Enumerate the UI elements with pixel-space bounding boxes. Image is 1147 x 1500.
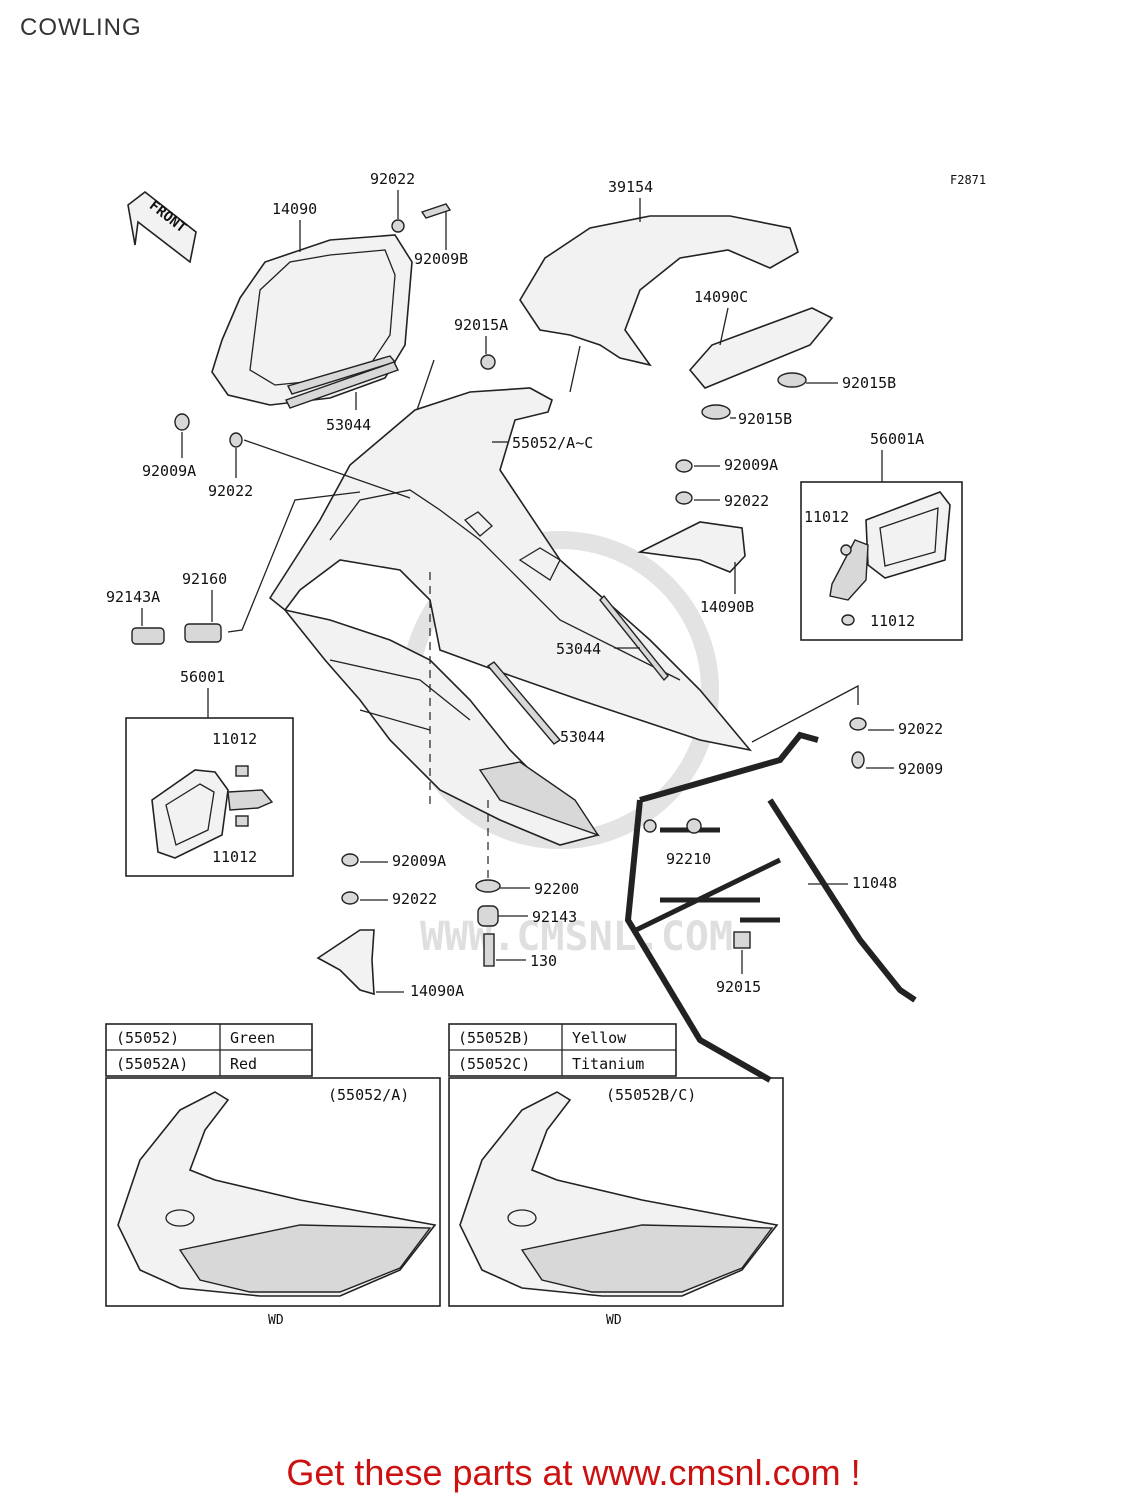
callout-92009a-left: 92009A <box>142 462 196 480</box>
callout-11012-c: 11012 <box>212 730 257 748</box>
callout-92015: 92015 <box>716 978 761 996</box>
color-code: (55052) <box>116 1029 179 1047</box>
spacer-92160 <box>184 623 222 643</box>
variant-label: (55052/A) <box>328 1086 409 1104</box>
front-arrow-icon: FRONT <box>127 190 197 264</box>
variant-label: (55052B/C) <box>606 1086 696 1104</box>
bracket-14090b <box>637 521 746 573</box>
color-code: (55052C) <box>458 1055 530 1073</box>
washer-92143a <box>131 627 165 645</box>
nut-92015b-2 <box>701 404 731 420</box>
page-title: COWLING <box>20 14 142 41</box>
mirror-56001-box <box>125 717 294 877</box>
callout-11012-b: 11012 <box>870 612 915 630</box>
mirror-56001a-part <box>829 491 951 601</box>
collar-92210-b <box>643 819 657 833</box>
callout-92009a-mid: 92009A <box>724 456 778 474</box>
variant-panel-1: (55052/A) WD <box>105 1077 441 1328</box>
nut-92015a <box>480 354 496 370</box>
callout-92160: 92160 <box>182 570 227 588</box>
callout-14090b: 14090B <box>700 598 754 616</box>
figure-code: F2871 <box>950 173 986 187</box>
grommet-11012-c <box>235 765 249 777</box>
screw-92009a-left <box>174 413 190 431</box>
stay-11048-part <box>624 731 917 1083</box>
callout-92015b-1: 92015B <box>842 374 896 392</box>
callout-53044-top: 53044 <box>326 416 371 434</box>
callout-92009b: 92009B <box>414 250 468 268</box>
callout-39154: 39154 <box>608 178 653 196</box>
variant-caption: WD <box>606 1313 622 1328</box>
washer-92022-left <box>229 432 243 448</box>
washer-92200 <box>475 879 501 893</box>
callout-92022-right: 92022 <box>898 720 943 738</box>
grommet-11012-d <box>235 815 249 827</box>
color-code: (55052A) <box>116 1055 188 1073</box>
grommet-11012-a <box>840 544 852 556</box>
callout-92022-left: 92022 <box>208 482 253 500</box>
strip-53044-top <box>285 361 399 409</box>
callout-55052-a-c: 55052/A~C <box>512 434 593 452</box>
washer-92022 <box>391 219 405 233</box>
color-name: Red <box>230 1055 257 1073</box>
nut-92015b-1 <box>777 372 807 388</box>
parts-diagram: WWW.CMSNL.COM FRONT F2871 14090 92022 92… <box>105 170 986 1328</box>
grommet-11012-b <box>841 614 855 626</box>
color-name: Titanium <box>572 1055 644 1073</box>
collar-92210 <box>686 818 702 834</box>
upper-cowl-part <box>268 387 753 752</box>
callout-92200: 92200 <box>534 880 579 898</box>
callout-11012-d: 11012 <box>212 848 257 866</box>
callout-56001: 56001 <box>180 668 225 686</box>
callout-130: 130 <box>530 952 557 970</box>
callout-53044-mid: 53044 <box>556 640 601 658</box>
color-name: Green <box>230 1029 275 1047</box>
callout-92210: 92210 <box>666 850 711 868</box>
variant-caption: WD <box>268 1313 284 1328</box>
callout-11012-a: 11012 <box>804 508 849 526</box>
screw-92009a-low <box>341 853 359 867</box>
grommet-92143 <box>477 905 499 927</box>
screw-92009b <box>420 203 452 219</box>
callout-92022-low: 92022 <box>392 890 437 908</box>
callout-92015a: 92015A <box>454 316 508 334</box>
watermark-text: WWW.CMSNL.COM <box>420 914 733 960</box>
callout-92009a-low: 92009A <box>392 852 446 870</box>
strip-53044-mid <box>599 594 669 682</box>
callout-92143: 92143 <box>532 908 577 926</box>
color-table-1: (55052) Green (55052A) Red <box>105 1023 313 1077</box>
washer-92022-mid <box>675 491 693 505</box>
nut-92015 <box>733 931 751 949</box>
callout-11048: 11048 <box>852 874 897 892</box>
washer-92022-right <box>849 717 867 731</box>
variant-panel-2: (55052B/C) WD <box>448 1077 784 1328</box>
color-code: (55052B) <box>458 1029 530 1047</box>
screw-92009a-mid <box>675 459 693 473</box>
callout-14090: 14090 <box>272 200 317 218</box>
screw-92009-right <box>851 751 865 769</box>
color-name: Yellow <box>572 1029 627 1047</box>
bracket-14090a <box>316 929 375 996</box>
meter-cover-part <box>211 234 413 406</box>
callout-14090c: 14090C <box>694 288 748 306</box>
mirror-56001-part <box>151 769 274 859</box>
callout-92015b-2: 92015B <box>738 410 792 428</box>
callout-92009-right: 92009 <box>898 760 943 778</box>
strip-53044-low <box>486 661 562 745</box>
callout-92022-top: 92022 <box>370 170 415 188</box>
lower-cowl-part <box>282 608 600 846</box>
bracket-14090c <box>688 307 834 389</box>
color-table-2: (55052B) Yellow (55052C) Titanium <box>448 1023 677 1077</box>
callout-53044-low: 53044 <box>560 728 605 746</box>
washer-92022-low <box>341 891 359 905</box>
bolt-130 <box>483 933 495 967</box>
callout-92143a: 92143A <box>106 588 160 606</box>
callout-92022-mid: 92022 <box>724 492 769 510</box>
footer-link[interactable]: Get these parts at www.cmsnl.com ! <box>286 1452 861 1493</box>
callout-56001a: 56001A <box>870 430 924 448</box>
callout-14090a: 14090A <box>410 982 464 1000</box>
